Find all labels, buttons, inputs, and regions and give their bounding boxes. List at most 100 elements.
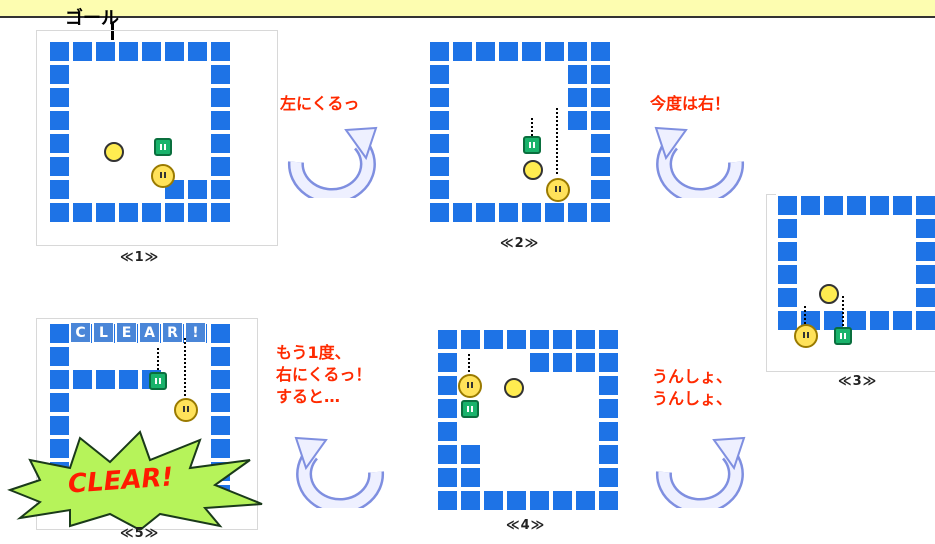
wall-tile [428, 178, 451, 201]
wall-tile [551, 328, 574, 351]
wall-tile [209, 368, 232, 391]
floor-tile [451, 155, 474, 178]
wall-tile [597, 328, 620, 351]
clear-banner: C L E A R ! [70, 322, 206, 343]
floor-tile [71, 86, 94, 109]
floor-tile [543, 155, 566, 178]
wall-tile [48, 109, 71, 132]
wall-tile [822, 194, 845, 217]
floor-tile [822, 217, 845, 240]
wall-tile [71, 368, 94, 391]
wall-tile [436, 351, 459, 374]
floor-tile [163, 109, 186, 132]
floor-tile [891, 217, 914, 240]
wall-tile [209, 437, 232, 460]
wall-tile [482, 328, 505, 351]
wall-tile [436, 489, 459, 512]
dotted-arrow [468, 354, 470, 372]
floor-tile [140, 345, 163, 368]
floor-tile [543, 63, 566, 86]
floor-tile [474, 178, 497, 201]
wall-tile [459, 489, 482, 512]
floor-tile [186, 109, 209, 132]
wall-tile [597, 466, 620, 489]
floor-tile [868, 263, 891, 286]
wall-tile [436, 466, 459, 489]
wall-tile [597, 374, 620, 397]
wall-tile [891, 194, 914, 217]
caption-4: ≪4≫ [506, 518, 546, 533]
floor-tile [505, 351, 528, 374]
floor-tile [528, 397, 551, 420]
floor-tile [71, 109, 94, 132]
wall-tile [597, 443, 620, 466]
wall-tile [776, 309, 799, 332]
floor-tile [566, 132, 589, 155]
floor-tile [451, 178, 474, 201]
wall-tile [48, 368, 71, 391]
wall-tile [48, 132, 71, 155]
wall-tile [891, 309, 914, 332]
wall-tile [566, 40, 589, 63]
floor-tile [799, 286, 822, 309]
wall-tile [48, 63, 71, 86]
floor-tile [140, 391, 163, 414]
smiley-ball [151, 164, 175, 188]
instruction-step2: 今度は右！ [650, 94, 731, 113]
wall-tile [436, 328, 459, 351]
floor-tile [94, 109, 117, 132]
wall-tile [589, 178, 612, 201]
wall-tile [459, 443, 482, 466]
floor-tile [163, 368, 186, 391]
wall-tile [209, 63, 232, 86]
wall-tile [436, 443, 459, 466]
caption-3: ≪3≫ [838, 374, 878, 389]
floor-tile [574, 443, 597, 466]
floor-tile [94, 178, 117, 201]
floor-tile [451, 86, 474, 109]
wall-tile [209, 109, 232, 132]
burst-shape [7, 430, 263, 530]
floor-tile [117, 391, 140, 414]
wall-tile [914, 240, 935, 263]
wall-tile [776, 194, 799, 217]
rotate-right-arrow [654, 126, 745, 198]
floor-tile [528, 466, 551, 489]
floor-tile [891, 332, 914, 355]
wall-tile [520, 201, 543, 224]
wall-tile [589, 132, 612, 155]
floor-tile [776, 332, 799, 355]
green-block [154, 138, 172, 156]
smiley-ball [174, 398, 198, 422]
wall-tile [822, 309, 845, 332]
smiley-ball [794, 324, 818, 348]
wall-tile [589, 63, 612, 86]
green-block [461, 400, 479, 418]
wall-tile [566, 201, 589, 224]
floor-tile [822, 263, 845, 286]
wall-tile [140, 201, 163, 224]
wall-tile [163, 40, 186, 63]
floor-tile [186, 345, 209, 368]
wall-tile [209, 201, 232, 224]
wall-tile [186, 201, 209, 224]
wall-tile [589, 86, 612, 109]
caption-2: ≪2≫ [500, 236, 540, 251]
caption-1: ≪1≫ [120, 250, 160, 265]
floor-tile [117, 178, 140, 201]
wall-tile [94, 368, 117, 391]
wall-tile [451, 40, 474, 63]
floor-tile [117, 86, 140, 109]
wall-tile [428, 132, 451, 155]
top-banner [0, 0, 935, 18]
green-block [149, 372, 167, 390]
wall-tile [776, 263, 799, 286]
rotate-left-arrow [655, 436, 746, 508]
wall-tile [497, 40, 520, 63]
wall-tile [528, 489, 551, 512]
floor-tile [528, 443, 551, 466]
wall-tile [163, 201, 186, 224]
floor-tile [497, 155, 520, 178]
floor-tile [574, 466, 597, 489]
wall-tile [914, 286, 935, 309]
